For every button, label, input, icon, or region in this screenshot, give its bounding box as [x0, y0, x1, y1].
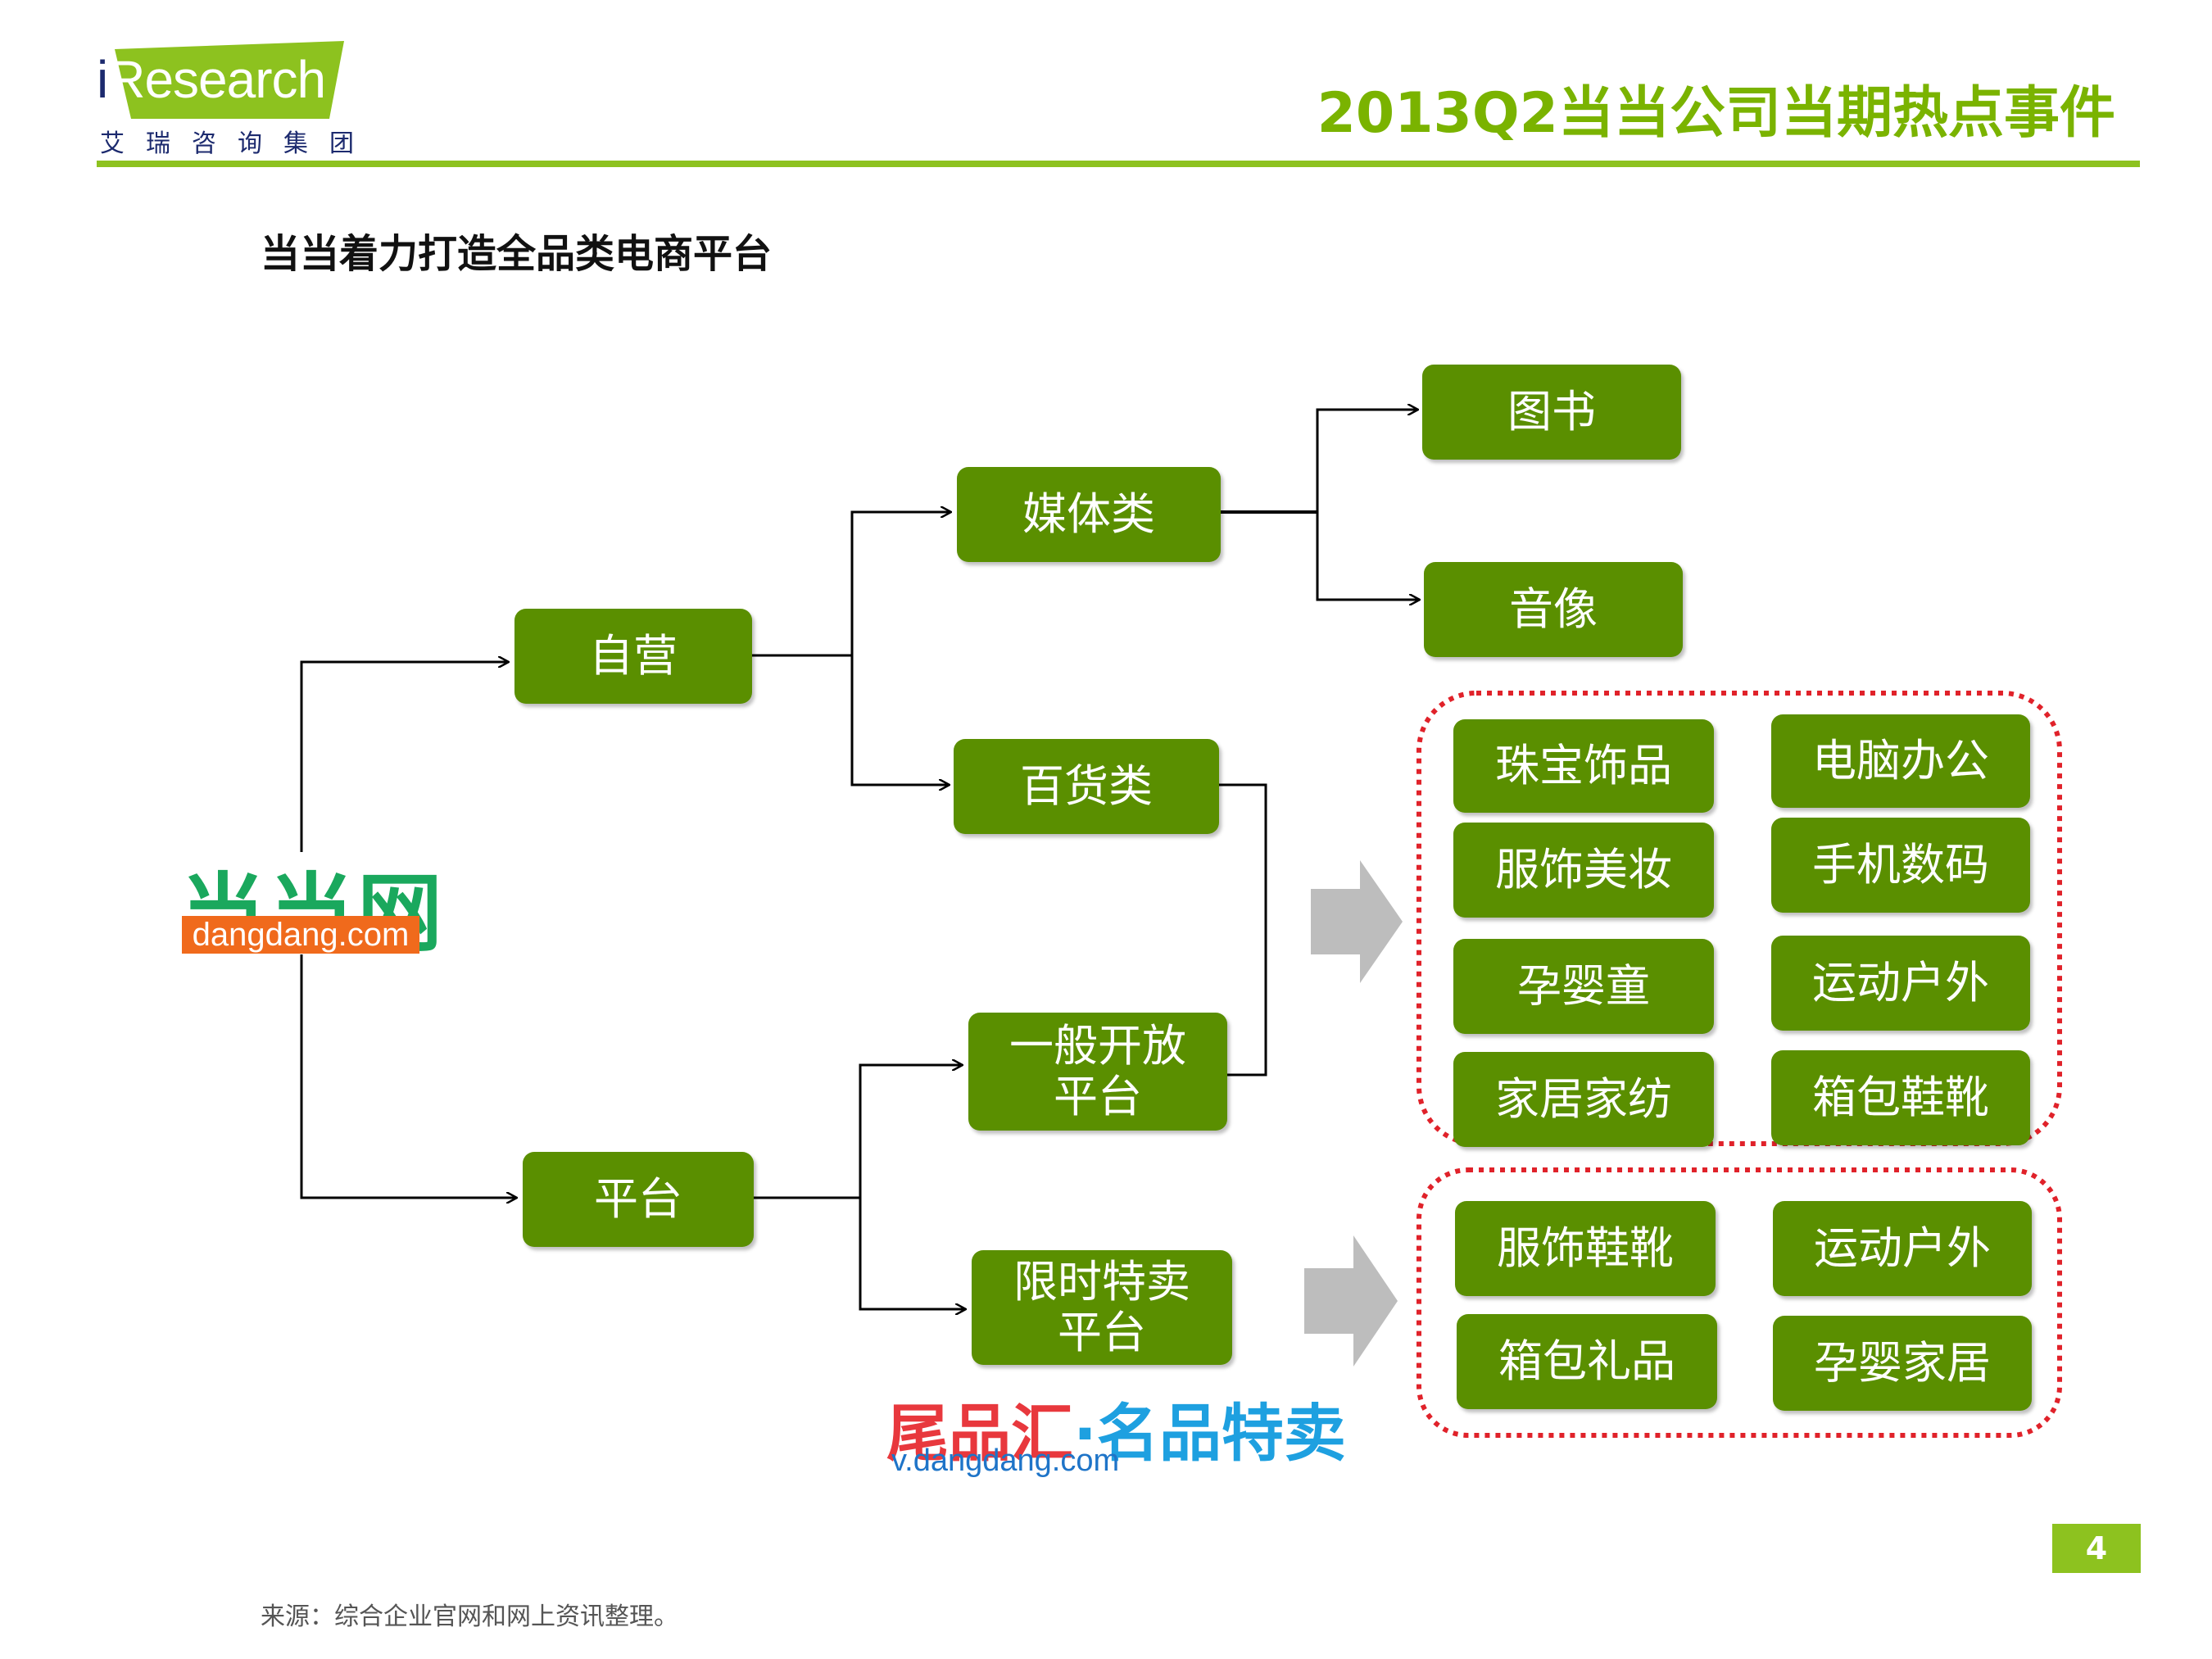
flash-sale-group-border [1416, 1167, 2062, 1438]
connector-to-yiban [859, 1065, 962, 1198]
category-node: 运动户外 [1771, 936, 2030, 1031]
connector-dangdang-pingtai [300, 954, 516, 1198]
source-note: 来源：综合企业官网和网上资讯整理。 [261, 1602, 678, 1631]
logo-subtitle: 艾瑞咨询集团 [100, 129, 375, 158]
connector-to-meitilei [850, 512, 950, 655]
general-platform-group-border [1416, 691, 2062, 1146]
page-number: 4 [2052, 1524, 2141, 1573]
category-node: 电脑办公 [1771, 714, 2030, 808]
node-tushu: 图书 [1422, 365, 1681, 460]
node-meitilei: 媒体类 [957, 467, 1221, 562]
connector-baihuo-bracket [1219, 783, 1267, 1077]
category-node: 家居家纺 [1453, 1052, 1714, 1147]
page-title: 2013Q2当当公司当期热点事件 [1317, 81, 2115, 146]
category-node: 服饰鞋靴 [1455, 1201, 1716, 1296]
category-node: 孕婴童 [1453, 939, 1714, 1034]
node-xianshi-platform: 限时特卖 平台 [972, 1250, 1232, 1365]
logo-wordmark: iResearch [97, 50, 326, 109]
slide-subtitle: 当当着力打造全品类电商平台 [261, 231, 773, 277]
category-node: 运动户外 [1773, 1201, 2032, 1296]
connector-to-tushu [1316, 410, 1417, 512]
connector-to-baihuolei [850, 655, 949, 785]
weipinhui-logo-url: v.dangdang.com [891, 1444, 1120, 1478]
node-baihuolei: 百货类 [954, 739, 1219, 834]
logo-leaf-icon [115, 41, 344, 119]
connector-to-yinxiang [1316, 512, 1419, 600]
category-node: 珠宝饰品 [1453, 719, 1714, 813]
category-node: 孕婴家居 [1773, 1316, 2032, 1411]
gray-arrow-icon [1304, 1235, 1398, 1367]
category-node: 箱包鞋靴 [1771, 1050, 2030, 1145]
connector-dangdang-ziying [300, 662, 508, 852]
gray-arrow-icon [1311, 860, 1403, 983]
node-yiban-platform: 一般开放 平台 [968, 1013, 1227, 1131]
weipinhui-logo: 尾品汇·名品特卖 [886, 1397, 1346, 1470]
header-divider [97, 161, 2140, 167]
category-node: 服饰美妆 [1453, 823, 1714, 918]
category-node: 箱包礼品 [1457, 1314, 1717, 1409]
dangdang-logo-url: dangdang.com [182, 916, 419, 954]
node-pingtai: 平台 [523, 1152, 754, 1247]
category-node: 手机数码 [1771, 818, 2030, 913]
connector-to-xianshi [859, 1198, 965, 1309]
node-ziying: 自营 [514, 609, 752, 704]
node-yinxiang: 音像 [1424, 562, 1683, 657]
